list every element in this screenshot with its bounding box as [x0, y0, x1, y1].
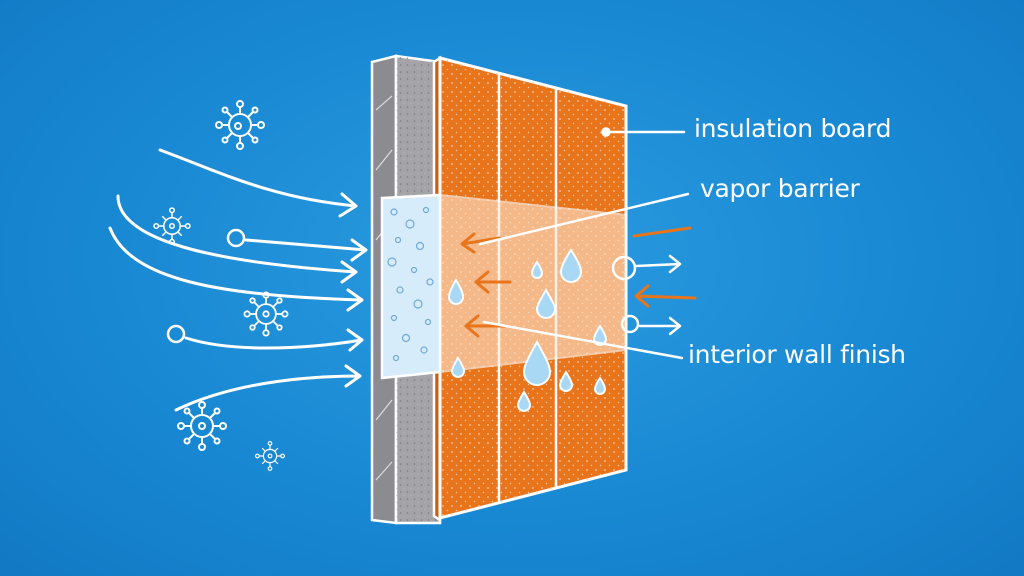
- warm-air-arrow: [634, 284, 697, 308]
- water-droplet-icon: [450, 356, 466, 378]
- virus-icon: [177, 401, 227, 451]
- water-droplet-icon: [593, 376, 607, 395]
- particle-icon: [611, 255, 637, 281]
- virus-icon: [215, 100, 265, 150]
- vapor-leader-line: [478, 192, 690, 246]
- particle-icon: [226, 228, 246, 248]
- interior-wall-finish: [380, 193, 442, 380]
- airflow-arrow-icon: [116, 194, 358, 284]
- airflow-arrow-icon: [108, 226, 364, 312]
- particle-icon: [166, 324, 186, 344]
- insulation-board-label: insulation board: [694, 114, 892, 143]
- water-droplet-icon: [559, 248, 583, 283]
- airflow-arrow-icon: [244, 238, 368, 262]
- water-droplet-icon: [522, 339, 552, 386]
- water-droplet-icon: [516, 390, 532, 412]
- airflow-arrow-icon: [174, 364, 362, 412]
- water-droplet-icon: [530, 260, 544, 279]
- water-droplet-icon: [558, 370, 574, 392]
- water-droplets: [447, 248, 608, 412]
- interior-wall-finish-label: interior wall finish: [688, 340, 906, 369]
- vapor-barrier-label: vapor barrier: [700, 174, 860, 203]
- leader-lines: [478, 127, 690, 360]
- airflow-arrow-icon: [158, 148, 358, 218]
- vapor-flow-arrows: [460, 226, 697, 338]
- water-droplet-icon: [592, 324, 608, 346]
- airflow-arrows: [108, 148, 368, 412]
- virus-icon: [153, 207, 191, 245]
- water-droplet-icon: [535, 288, 557, 319]
- interior-leader-line: [482, 320, 684, 360]
- particle-icon: [620, 314, 640, 334]
- warm-air-arrow: [632, 226, 692, 238]
- particles: [166, 228, 640, 344]
- virus-icons: [153, 100, 289, 472]
- virus-icon: [243, 291, 289, 337]
- virus-icon: [254, 440, 286, 472]
- outflow-arrows: [634, 254, 682, 336]
- airflow-arrow-icon: [184, 328, 364, 352]
- water-droplet-icon: [447, 278, 465, 305]
